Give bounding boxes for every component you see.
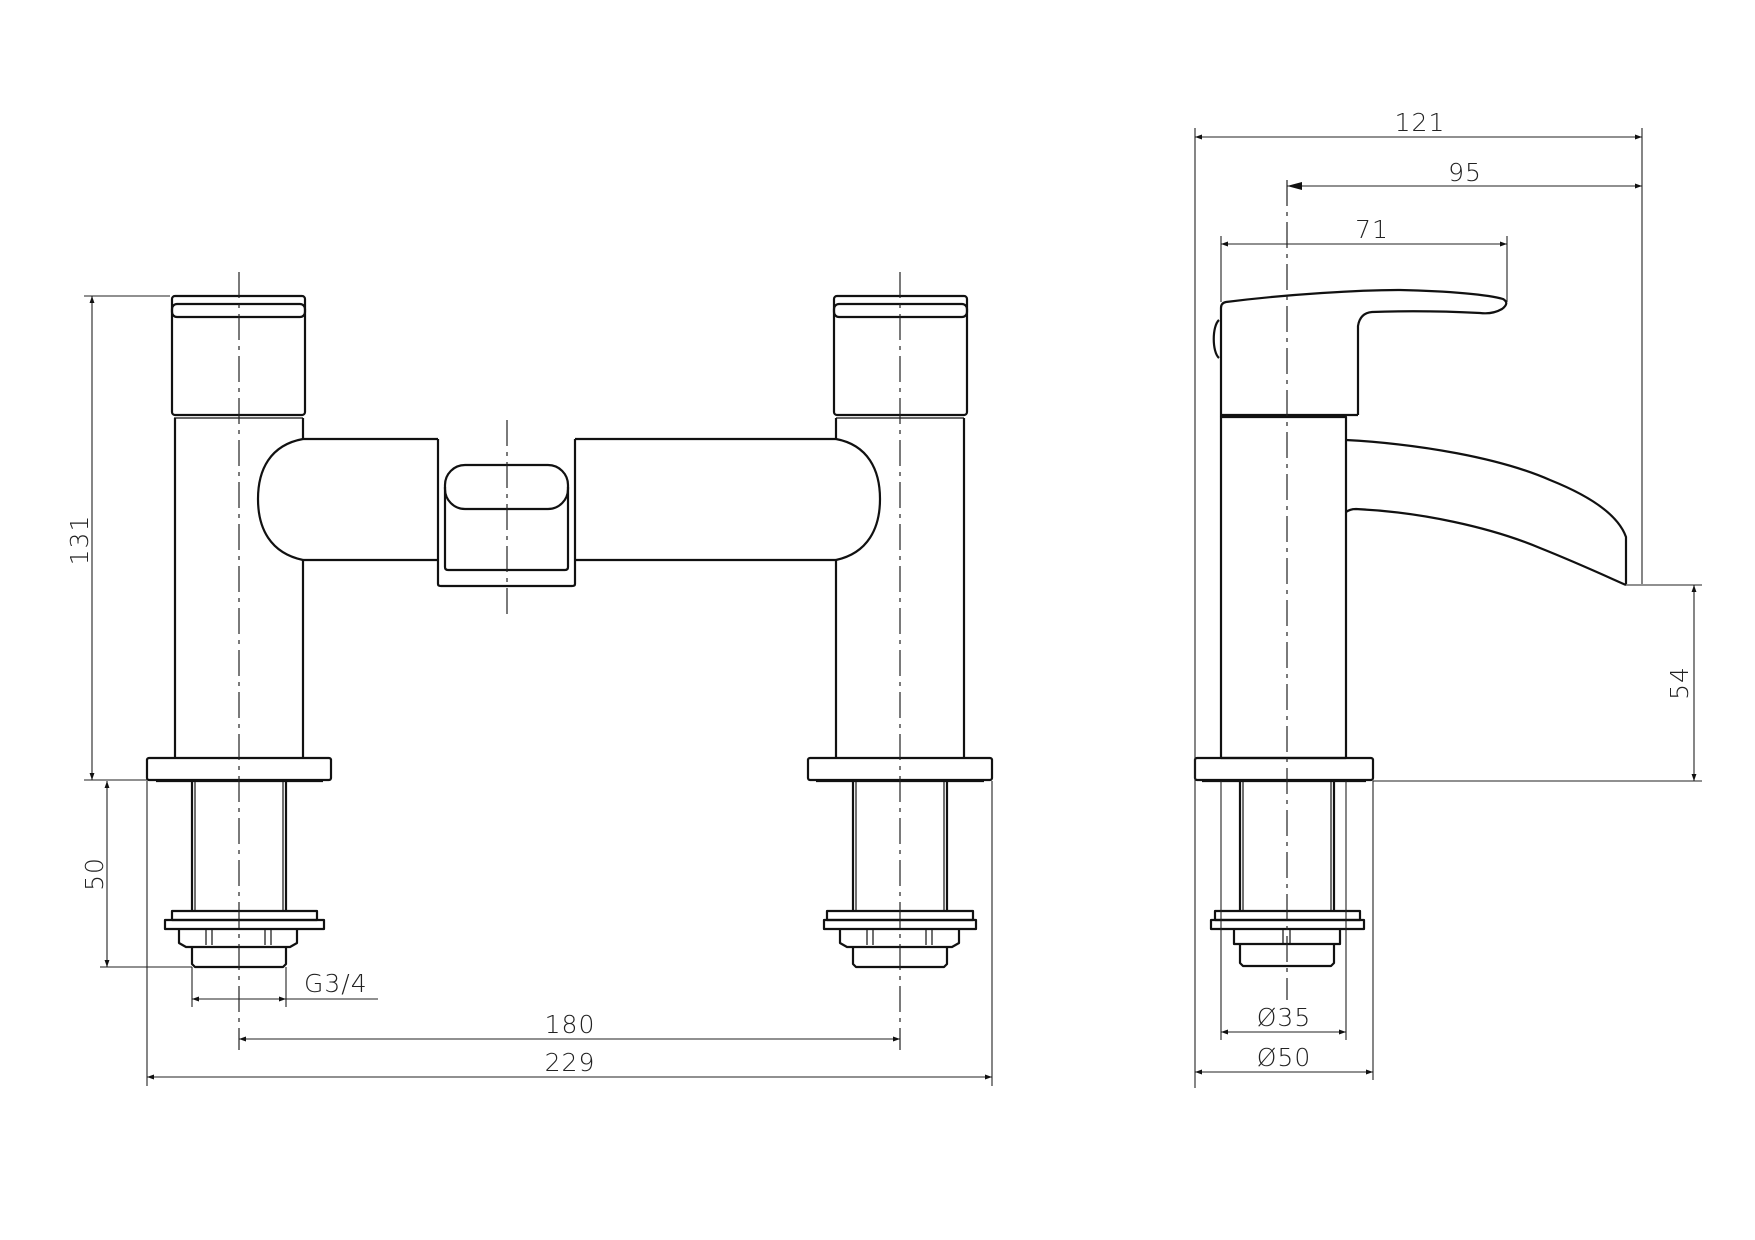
side-spout bbox=[1345, 438, 1628, 587]
dim-label-131: 131 bbox=[65, 515, 94, 566]
dim-spout-height: 54 bbox=[1373, 584, 1702, 782]
dim-spout-reach: 95 bbox=[1287, 158, 1642, 190]
dim-label-d35: Ø35 bbox=[1257, 1003, 1312, 1032]
left-body bbox=[173, 418, 305, 758]
dim-centres: 180 bbox=[239, 1010, 900, 1042]
bridge bbox=[256, 437, 882, 562]
dim-label-95: 95 bbox=[1448, 158, 1482, 187]
dim-tail-length: 50 bbox=[80, 781, 192, 968]
dim-label-50: 50 bbox=[80, 857, 109, 891]
dim-overall-depth: 121 bbox=[1194, 108, 1643, 1088]
dim-body-diameter: Ø35 bbox=[1220, 781, 1347, 1040]
dim-handle-length: 71 bbox=[1220, 215, 1508, 302]
dim-label-71: 71 bbox=[1355, 215, 1389, 244]
right-body bbox=[834, 418, 966, 758]
dim-label-180: 180 bbox=[545, 1010, 596, 1039]
dim-thread: G3/4 bbox=[191, 967, 378, 1007]
dim-label-g34: G3/4 bbox=[304, 969, 368, 998]
side-view: 121 95 71 54 Ø35 bbox=[1193, 108, 1702, 1088]
dim-label-121: 121 bbox=[1395, 108, 1446, 137]
dim-label-54: 54 bbox=[1665, 666, 1694, 700]
dim-label-229: 229 bbox=[545, 1048, 596, 1077]
front-view: 131 50 G3/4 180 229 bbox=[65, 272, 994, 1086]
dim-base-diameter: Ø50 bbox=[1195, 781, 1374, 1080]
dim-label-d50: Ø50 bbox=[1257, 1043, 1312, 1072]
dim-overall-width: 229 bbox=[146, 781, 993, 1086]
side-handle bbox=[1212, 288, 1508, 417]
dim-overall-height: 131 bbox=[65, 295, 170, 781]
side-body bbox=[1219, 415, 1348, 760]
